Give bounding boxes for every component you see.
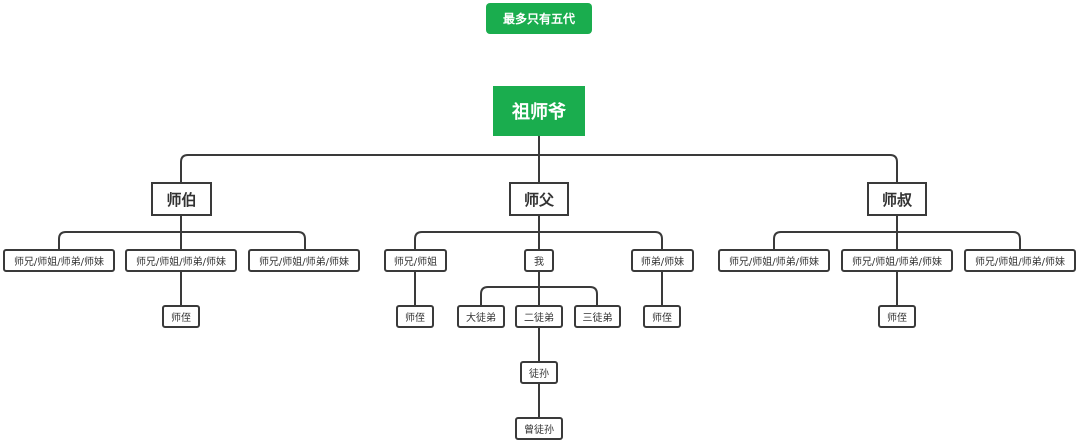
node-shibo-child-2: 师兄/师姐/师弟/师妹: [125, 249, 237, 272]
connector: [773, 216, 1021, 305]
connector: [414, 216, 663, 305]
node-disciple-3: 三徒弟: [574, 305, 621, 328]
node-me: 我: [524, 249, 554, 272]
node-grand-disciple: 徒孙: [520, 361, 558, 384]
node-shishu: 师叔: [867, 182, 927, 216]
node-shishu-child-2: 师兄/师姐/师弟/师妹: [841, 249, 953, 272]
node-shishu-child-1: 师兄/师姐/师弟/师妹: [718, 249, 830, 272]
node-great-grand-disciple: 曾徒孙: [515, 417, 563, 440]
node-disciple-2: 二徒弟: [515, 305, 563, 328]
node-shifu: 师父: [509, 182, 569, 216]
node-shishu-nephew: 师侄: [878, 305, 916, 328]
root-node: 祖师爷: [493, 86, 585, 136]
node-shibo-child-1: 师兄/师姐/师弟/师妹: [3, 249, 115, 272]
node-disciple-1: 大徒弟: [457, 305, 505, 328]
node-shibo-nephew: 师侄: [162, 305, 200, 328]
node-shifu-nephew-right: 师侄: [643, 305, 681, 328]
node-shibo-child-3: 师兄/师姐/师弟/师妹: [248, 249, 360, 272]
connector: [180, 136, 898, 182]
node-shidi-shimei: 师弟/师妹: [631, 249, 694, 272]
node-shifu-nephew-left: 师侄: [396, 305, 434, 328]
node-shixiong-shijie: 师兄/师姐: [384, 249, 447, 272]
node-shishu-child-3: 师兄/师姐/师弟/师妹: [964, 249, 1076, 272]
connector: [58, 216, 306, 305]
generation-limit-badge: 最多只有五代: [486, 3, 592, 34]
connector: [480, 272, 598, 417]
node-shibo: 师伯: [151, 182, 212, 216]
